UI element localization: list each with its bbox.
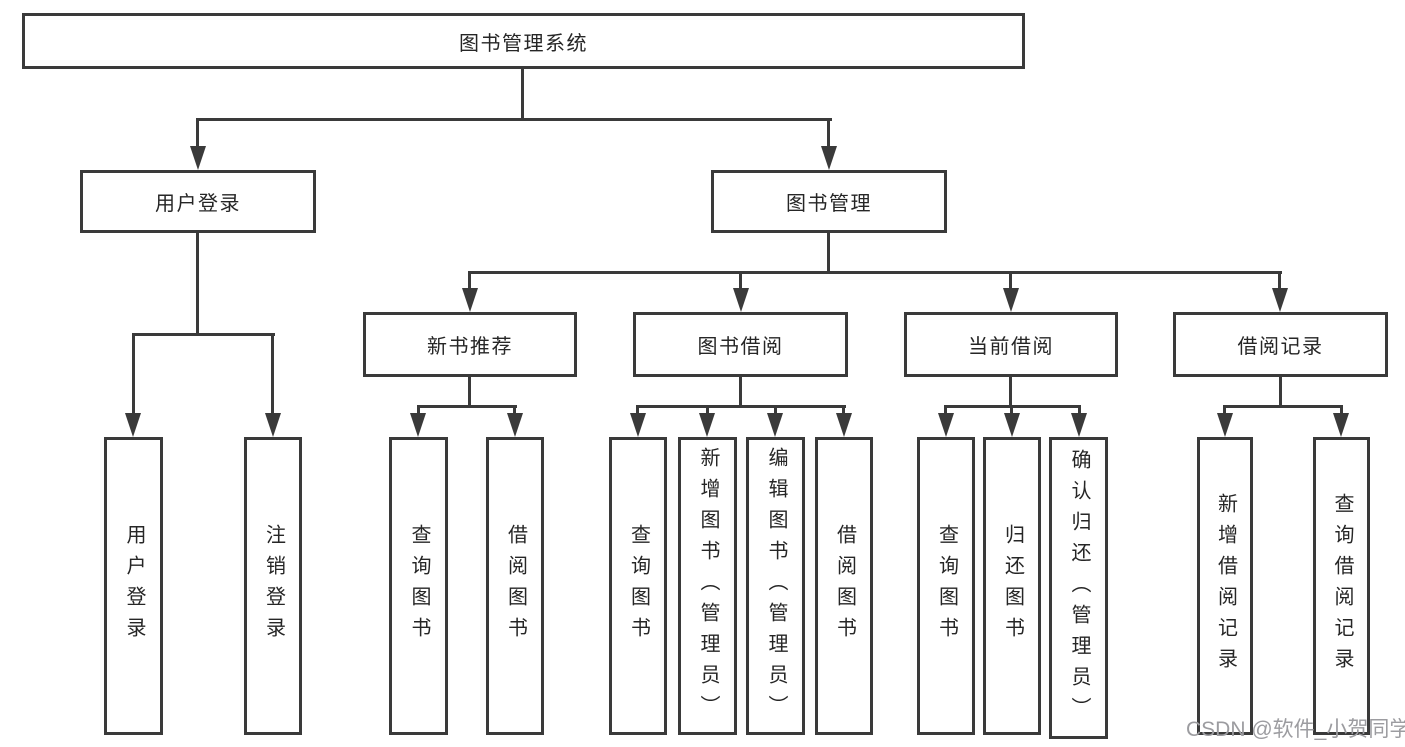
connector-stem-leaf-login <box>132 333 135 417</box>
leaf-edit-book-admin: 编辑图书（管理员） <box>746 437 805 735</box>
leaf-query-borrow-record-label: 查询借阅记录 <box>1331 493 1353 679</box>
leaf-confirm-return-admin: 确认归还（管理员） <box>1049 437 1108 739</box>
node-new-book-recommend: 新书推荐 <box>363 312 577 377</box>
leaf-return-book-label: 归还图书 <box>1001 524 1024 648</box>
arrowhead-icon <box>190 146 206 170</box>
connector-stem-records <box>1278 271 1281 292</box>
arrowhead-icon <box>462 288 478 312</box>
connector-root-stem <box>521 68 524 120</box>
connector-stem <box>1340 405 1343 417</box>
connector-stem-current <box>1009 271 1012 292</box>
connector-stem <box>1078 405 1081 417</box>
node-borrowing-records-label: 借阅记录 <box>1237 336 1324 358</box>
connector-book-mgmt-branch <box>468 271 1282 274</box>
leaf-logout-label: 注销登录 <box>262 524 285 648</box>
connector-stem <box>706 405 709 417</box>
node-current-borrowing-label: 当前借阅 <box>968 336 1054 358</box>
arrowhead-icon <box>1071 413 1087 437</box>
arrowhead-icon <box>699 413 715 437</box>
connector-new-book-stem <box>468 377 471 407</box>
arrowhead-icon <box>938 413 954 437</box>
leaf-query-book-borrowing: 查询图书 <box>609 437 667 735</box>
arrowhead-icon <box>630 413 646 437</box>
arrowhead-icon <box>125 413 141 437</box>
arrowhead-icon <box>821 146 837 170</box>
leaf-return-book: 归还图书 <box>983 437 1041 735</box>
leaf-user-login: 用户登录 <box>104 437 163 735</box>
leaf-borrow-book-label: 借阅图书 <box>833 524 856 648</box>
connector-new-book-branch <box>417 405 517 408</box>
connector-stem <box>513 405 516 417</box>
leaf-user-login-label: 用户登录 <box>123 524 145 648</box>
connector-records-branch <box>1223 405 1343 408</box>
connector-stem-new-book <box>468 271 471 292</box>
leaf-query-book-borrowing-label: 查询图书 <box>627 524 650 648</box>
leaf-confirm-return-admin-label: 确认归还（管理员） <box>1068 448 1090 728</box>
node-library-system: 图书管理系统 <box>22 13 1025 69</box>
leaf-logout: 注销登录 <box>244 437 302 735</box>
node-book-management: 图书管理 <box>711 170 947 233</box>
leaf-add-borrow-record-label: 新增借阅记录 <box>1214 493 1237 679</box>
connector-user-login-stem <box>196 233 199 335</box>
connector-stem-user-login <box>196 118 199 150</box>
node-book-management-label: 图书管理 <box>786 193 872 215</box>
csdn-watermark: CSDN @软件_小贺同学 <box>1186 718 1405 741</box>
arrowhead-icon <box>733 288 749 312</box>
node-user-login: 用户登录 <box>80 170 316 233</box>
node-user-login-label: 用户登录 <box>155 193 241 215</box>
arrowhead-icon <box>1272 288 1288 312</box>
leaf-borrow-book-recommend: 借阅图书 <box>486 437 544 735</box>
arrowhead-icon <box>265 413 281 437</box>
node-borrowing-records: 借阅记录 <box>1173 312 1388 377</box>
connector-stem <box>417 405 420 417</box>
leaf-query-book-recommend-label: 查询图书 <box>408 524 430 648</box>
connector-records-stem <box>1279 377 1282 407</box>
connector-stem-leaf-logout <box>271 333 274 417</box>
connector-stem <box>1223 405 1226 417</box>
leaf-edit-book-admin-label: 编辑图书（管理员） <box>765 446 787 726</box>
leaf-query-book-recommend: 查询图书 <box>389 437 448 735</box>
arrowhead-icon <box>1333 413 1349 437</box>
arrowhead-icon <box>767 413 783 437</box>
leaf-query-book-current-label: 查询图书 <box>935 524 958 648</box>
connector-stem <box>842 405 845 417</box>
connector-stem <box>636 405 639 417</box>
connector-book-mgmt-stem <box>827 233 830 273</box>
arrowhead-icon <box>836 413 852 437</box>
node-book-borrowing-label: 图书借阅 <box>697 336 784 358</box>
leaf-query-borrow-record: 查询借阅记录 <box>1313 437 1370 735</box>
arrowhead-icon <box>507 413 523 437</box>
node-library-system-label: 图书管理系统 <box>459 32 588 55</box>
connector-stem <box>1010 405 1013 417</box>
connector-stem <box>944 405 947 417</box>
leaf-add-borrow-record: 新增借阅记录 <box>1197 437 1253 735</box>
node-new-book-recommend-label: 新书推荐 <box>427 336 513 358</box>
connector-stem-book-mgmt <box>827 118 830 150</box>
node-current-borrowing: 当前借阅 <box>904 312 1118 377</box>
leaf-borrow-book: 借阅图书 <box>815 437 873 735</box>
arrowhead-icon <box>1217 413 1233 437</box>
connector-current-stem <box>1009 377 1012 407</box>
leaf-add-book-admin-label: 新增图书（管理员） <box>697 446 719 726</box>
connector-stem-borrowing <box>739 271 742 292</box>
connector-user-login-branch <box>132 333 275 336</box>
arrowhead-icon <box>1003 288 1019 312</box>
connector-root-branch <box>196 118 832 121</box>
arrowhead-icon <box>410 413 426 437</box>
arrowhead-icon <box>1004 413 1020 437</box>
connector-borrowing-branch <box>636 405 846 408</box>
connector-stem <box>774 405 777 417</box>
leaf-query-book-current: 查询图书 <box>917 437 975 735</box>
leaf-add-book-admin: 新增图书（管理员） <box>678 437 737 735</box>
node-book-borrowing: 图书借阅 <box>633 312 848 377</box>
connector-borrowing-stem <box>739 377 742 407</box>
leaf-borrow-book-recommend-label: 借阅图书 <box>504 524 527 648</box>
